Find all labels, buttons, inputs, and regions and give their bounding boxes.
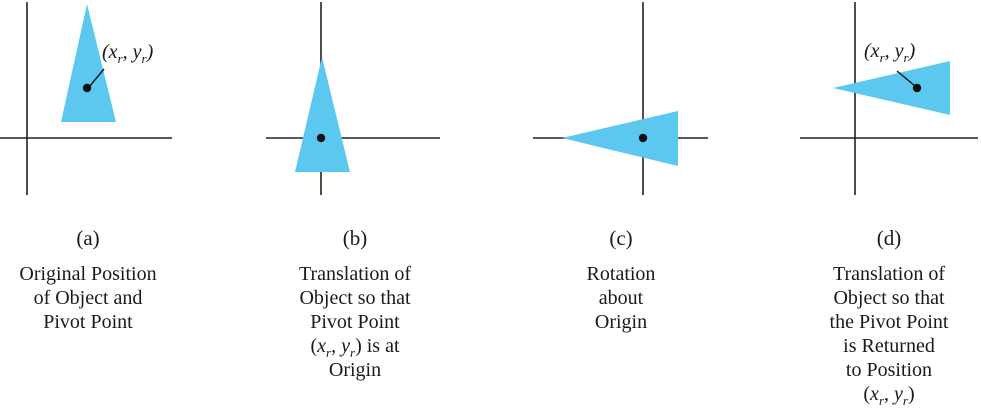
panel-d-caption-line-3: the Pivot Point [830, 311, 949, 333]
panel-b-caption-line-4: (xr, yr) is at [310, 335, 399, 360]
panel-a-object [61, 4, 116, 122]
panel-c-object [562, 111, 678, 166]
panel-d-caption-line-6: (xr, yr) [863, 383, 914, 408]
panel-b-caption-line-2: Object so that [299, 287, 411, 309]
panel-d-pivot-leader [896, 70, 916, 87]
panel-d-caption-line-5: to Position [846, 359, 932, 381]
panel-d-object [833, 61, 950, 115]
panel-c-letter: (c) [609, 226, 632, 250]
panel-b-caption-line-3: Pivot Point [310, 311, 400, 333]
panel-b-pivot-point [316, 133, 326, 143]
panel-a-caption-line-3: Pivot Point [43, 311, 133, 333]
panel-b-letter: (b) [343, 226, 368, 250]
panel-d-letter: (d) [877, 226, 902, 250]
panel-a-letter: (a) [76, 226, 99, 250]
panel-d-caption-line-2: Object so that [833, 287, 945, 309]
panel-b-caption-line-1: Translation of [299, 263, 411, 285]
panel-a-pivot-leader [88, 68, 105, 88]
panel-d-pivot-label: (xr, yr) [864, 40, 916, 65]
panel-c-pivot-point [638, 133, 648, 143]
panel-a: (xr, yr) (a) Original Position of Object… [0, 2, 172, 333]
panel-c-caption-line-1: Rotation [587, 263, 656, 285]
panel-c-caption-line-3: Origin [595, 311, 647, 333]
panel-d-caption-line-1: Translation of [833, 263, 945, 285]
panel-a-caption-line-1: Original Position [19, 263, 156, 285]
panel-b-object [295, 57, 350, 172]
panel-c-caption-line-2: about [599, 287, 644, 309]
panel-c: (c) Rotation about Origin [533, 2, 708, 333]
panel-a-pivot-point [82, 83, 92, 93]
panel-d-pivot-point [912, 83, 922, 93]
panel-d-caption-line-4: is Returned [843, 335, 935, 357]
panel-d: (xr, yr) (d) Translation of Object so th… [800, 2, 978, 408]
panel-b: (b) Translation of Object so that Pivot … [266, 2, 440, 381]
panel-a-caption-line-2: of Object and [34, 287, 143, 309]
panel-a-pivot-label: (xr, yr) [102, 41, 154, 66]
panel-b-caption-line-5: Origin [329, 359, 381, 381]
